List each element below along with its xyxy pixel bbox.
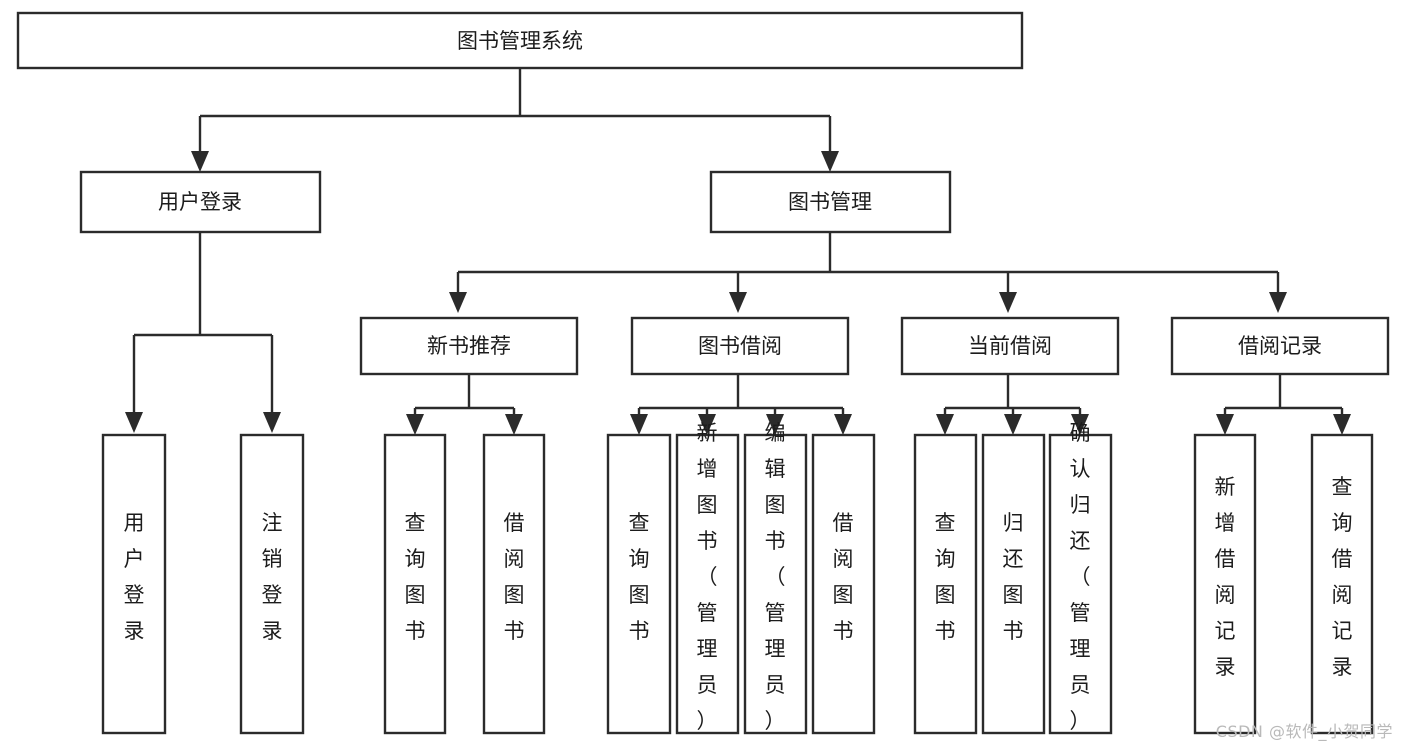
arrow-to-current-borrow xyxy=(999,292,1017,313)
node-leaf-logout-box[interactable] xyxy=(239,433,305,735)
node-leaf-edit-book-label: 编辑图书（管理员） xyxy=(765,421,786,733)
node-current-borrow[interactable]: 当前借阅 xyxy=(900,316,1120,376)
node-leaf-query-record[interactable]: 查询借阅记录 xyxy=(1310,433,1374,735)
arrow-leaf-logout xyxy=(263,412,281,433)
node-leaf-borrow-book-b-box[interactable] xyxy=(811,433,876,735)
node-leaf-query-book-a-label: 查询图书 xyxy=(405,511,426,643)
node-book-manage-label: 图书管理 xyxy=(788,190,872,214)
arrow-leaf-borrow-book-a xyxy=(505,414,523,435)
node-book-borrow-box[interactable] xyxy=(630,316,850,376)
node-leaf-borrow-book-b-label: 借阅图书 xyxy=(833,511,854,643)
node-user-login-box[interactable] xyxy=(79,170,322,234)
node-leaf-return-book-label: 归还图书 xyxy=(1003,511,1024,643)
node-current-borrow-box[interactable] xyxy=(900,316,1120,376)
node-leaf-query-record-box[interactable] xyxy=(1310,433,1374,735)
node-leaf-query-book-c[interactable]: 查询图书 xyxy=(913,433,978,735)
node-leaf-add-book-box[interactable] xyxy=(675,433,740,735)
node-leaf-borrow-book-a-box[interactable] xyxy=(482,433,546,735)
node-leaf-add-book[interactable]: 新增图书（管理员） xyxy=(675,421,740,735)
node-leaf-query-record-label: 查询借阅记录 xyxy=(1332,475,1353,679)
node-leaf-confirm-return[interactable]: 确认归还（管理员） xyxy=(1048,421,1113,735)
node-leaf-confirm-return-box[interactable] xyxy=(1048,433,1113,735)
node-leaf-borrow-book-a[interactable]: 借阅图书 xyxy=(482,433,546,735)
node-new-book-rec-label: 新书推荐 xyxy=(427,334,511,358)
arrow-leaf-query-book-c xyxy=(936,414,954,435)
arrow-leaf-add-record xyxy=(1216,414,1234,435)
node-user-login-label: 用户登录 xyxy=(158,190,242,214)
node-leaf-query-book-a-box[interactable] xyxy=(383,433,447,735)
node-leaf-add-book-label: 新增图书（管理员） xyxy=(697,421,718,733)
arrow-leaf-query-book-a xyxy=(406,414,424,435)
watermark-text: CSDN @软件_小贺同学 xyxy=(1215,722,1393,741)
node-leaf-query-book-b[interactable]: 查询图书 xyxy=(606,433,672,735)
node-leaf-add-record-box[interactable] xyxy=(1193,433,1257,735)
node-leaf-query-book-c-box[interactable] xyxy=(913,433,978,735)
arrow-to-new-book-rec xyxy=(449,292,467,313)
node-leaf-query-book-b-label: 查询图书 xyxy=(629,511,650,643)
node-new-book-rec-box[interactable] xyxy=(359,316,579,376)
node-leaf-borrow-book-a-label: 借阅图书 xyxy=(504,511,525,643)
node-new-book-rec[interactable]: 新书推荐 xyxy=(359,316,579,376)
node-book-manage-box[interactable] xyxy=(709,170,952,234)
arrow-to-book-borrow xyxy=(729,292,747,313)
node-leaf-edit-book-box[interactable] xyxy=(743,433,808,735)
node-root[interactable]: 图书管理系统 xyxy=(16,11,1024,70)
node-user-login[interactable]: 用户登录 xyxy=(79,170,322,234)
arrow-to-book-manage xyxy=(821,151,839,172)
node-current-borrow-label: 当前借阅 xyxy=(968,334,1052,358)
node-leaf-add-record-label: 新增借阅记录 xyxy=(1215,475,1236,679)
connector-layer xyxy=(125,68,1351,435)
arrow-leaf-user-login xyxy=(125,412,143,433)
arrow-leaf-query-record xyxy=(1333,414,1351,435)
node-book-borrow[interactable]: 图书借阅 xyxy=(630,316,850,376)
node-root-label: 图书管理系统 xyxy=(457,29,583,53)
node-borrow-record-box[interactable] xyxy=(1170,316,1390,376)
node-leaf-logout-label: 注销登录 xyxy=(262,511,283,643)
node-leaf-query-book-a[interactable]: 查询图书 xyxy=(383,433,447,735)
node-book-manage[interactable]: 图书管理 xyxy=(709,170,952,234)
node-leaf-query-book-b-box[interactable] xyxy=(606,433,672,735)
node-leaf-return-book[interactable]: 归还图书 xyxy=(981,433,1046,735)
node-leaf-edit-book[interactable]: 编辑图书（管理员） xyxy=(743,421,808,735)
arrow-to-borrow-record xyxy=(1269,292,1287,313)
node-leaf-user-login[interactable]: 用户登录 xyxy=(101,433,167,735)
node-borrow-record-label: 借阅记录 xyxy=(1238,334,1322,358)
node-leaf-user-login-label: 用户登录 xyxy=(124,511,145,643)
node-leaf-logout[interactable]: 注销登录 xyxy=(239,433,305,735)
node-leaf-user-login-box[interactable] xyxy=(101,433,167,735)
node-borrow-record[interactable]: 借阅记录 xyxy=(1170,316,1390,376)
node-leaf-add-record[interactable]: 新增借阅记录 xyxy=(1193,433,1257,735)
arrow-leaf-borrow-book-b xyxy=(834,414,852,435)
node-leaf-query-book-c-label: 查询图书 xyxy=(935,511,956,643)
node-leaf-confirm-return-label: 确认归还（管理员） xyxy=(1070,421,1091,733)
arrow-leaf-return-book xyxy=(1004,414,1022,435)
node-leaf-return-book-box[interactable] xyxy=(981,433,1046,735)
node-book-borrow-label: 图书借阅 xyxy=(698,334,782,358)
node-root-box[interactable] xyxy=(16,11,1024,70)
arrow-leaf-query-book-b xyxy=(630,414,648,435)
node-leaf-borrow-book-b[interactable]: 借阅图书 xyxy=(811,433,876,735)
arrow-to-user-login xyxy=(191,151,209,172)
